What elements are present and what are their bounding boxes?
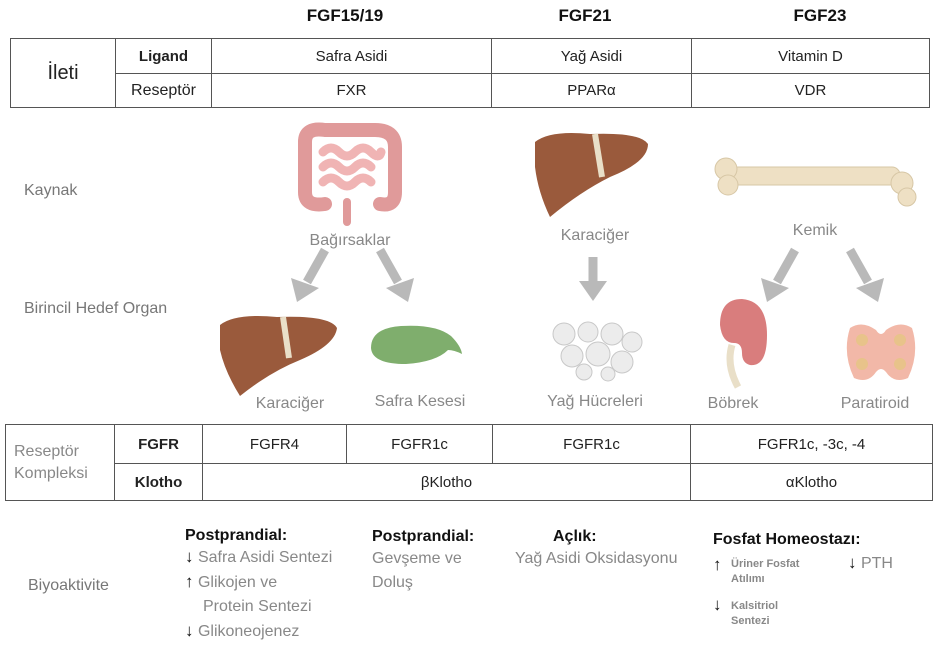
bio1-item-3: Protein Sentezi [203, 598, 312, 615]
ligand-fgf23: Vitamin D [692, 39, 929, 73]
row-label-target: Birincil Hedef Organ [24, 300, 167, 318]
bio4-item-3-line-2: Sentezi [731, 614, 831, 629]
bio1-title: Postprandial: [185, 527, 365, 545]
label-liver-target: Karaciğer [220, 395, 360, 413]
bio4-item-3-line-1: Kalsitriol [731, 599, 831, 614]
row-label-source: Kaynak [24, 182, 77, 200]
receptor-label: Reseptör [116, 74, 211, 107]
fgfr-fgf15-gallbladder: FGFR1c [347, 425, 492, 463]
bio1-item-2: Glikojen ve [198, 574, 277, 591]
ligand-label: Ligand [116, 39, 211, 73]
header-fgf15-19: FGF15/19 [270, 6, 420, 26]
klotho-alpha: αKlotho [691, 464, 932, 500]
ligand-fgf21: Yağ Asidi [492, 39, 691, 73]
bioactivity-fgf15-liver: Postprandial: ↓ Safra Asidi Sentezi ↑ Gl… [185, 527, 365, 644]
arrow-intestines-to-liver [285, 248, 335, 303]
receptor-fgf15: FXR [212, 74, 491, 107]
header-fgf21: FGF21 [510, 6, 660, 26]
bio4-item-1-line-2: Atılımı [731, 572, 831, 587]
bio4-item-1-line-1: Üriner Fosfat [731, 557, 831, 572]
klotho-beta: βKlotho [203, 464, 690, 500]
label-kidney: Böbrek [678, 395, 788, 413]
bone-icon [712, 155, 917, 210]
up-arrow-icon: ↑ [713, 555, 722, 575]
receptor-complex-table: Reseptör Kompleksi FGFR Klotho FGFR4 FGF… [5, 424, 933, 501]
kidney-icon [712, 295, 772, 390]
bioactivity-fgf15-gallbladder: Postprandial: Gevşeme ve Doluş [372, 527, 512, 595]
bio3-title: Açlık: [515, 527, 710, 547]
up-arrow-icon: ↑ [185, 572, 194, 591]
fgfr-fgf23: FGFR1c, -3c, -4 [691, 425, 932, 463]
bio2-line-1: Gevşeme ve [372, 547, 512, 571]
bio2-line-2: Doluş [372, 571, 512, 595]
liver-target-icon [215, 310, 340, 400]
label-liver-source: Karaciğer [525, 227, 665, 245]
fgfr-fgf15-liver: FGFR4 [203, 425, 346, 463]
label-gallbladder: Safra Kesesi [350, 393, 490, 411]
fat-cells-icon [550, 320, 645, 380]
down-arrow-icon: ↓ [713, 595, 722, 615]
receptor-fgf21: PPARα [492, 74, 691, 107]
intestines-icon [295, 122, 405, 227]
label-parathyroid: Paratiroid [810, 395, 935, 413]
ligand-fgf15: Safra Asidi [212, 39, 491, 73]
bioactivity-fgf23: Fosfat Homeostazı: ↑ Üriner Fosfat Atılı… [713, 531, 928, 549]
bio1-item-1: Safra Asidi Sentezi [198, 549, 332, 566]
bio3-line-1: Yağ Asidi Oksidasyonu [515, 547, 710, 571]
down-arrow-icon: ↓ [848, 553, 857, 572]
bioactivity-fgf21: Açlık: Yağ Asidi Oksidasyonu [515, 527, 710, 571]
arrow-bone-to-parathyroid [840, 248, 890, 303]
label-bone: Kemik [745, 222, 885, 240]
label-fat-cells: Yağ Hücreleri [520, 393, 670, 411]
signal-group-label: İleti [11, 39, 115, 107]
bio1-item-4: Glikoneojenez [198, 623, 299, 640]
fgfr-fgf21: FGFR1c [493, 425, 690, 463]
down-arrow-icon: ↓ [185, 547, 194, 566]
klotho-label: Klotho [115, 464, 202, 500]
signal-table: İleti Ligand Reseptör Safra Asidi Yağ As… [10, 38, 930, 108]
liver-icon [530, 122, 650, 222]
parathyroid-icon [842, 318, 920, 386]
bio4-title: Fosfat Homeostazı: [713, 531, 928, 549]
gallbladder-icon [366, 320, 466, 370]
down-arrow-icon: ↓ [185, 621, 194, 640]
row-label-bioactivity: Biyoaktivite [28, 577, 109, 595]
fgfr-label: FGFR [115, 425, 202, 463]
bio4-item-2: PTH [861, 555, 893, 572]
bio2-title: Postprandial: [372, 527, 512, 547]
arrow-intestines-to-gallbladder [370, 248, 420, 303]
receptor-fgf23: VDR [692, 74, 929, 107]
header-fgf23: FGF23 [745, 6, 895, 26]
receptor-complex-label: Reseptör Kompleksi [14, 441, 88, 485]
arrow-liver-to-fat [575, 255, 611, 303]
